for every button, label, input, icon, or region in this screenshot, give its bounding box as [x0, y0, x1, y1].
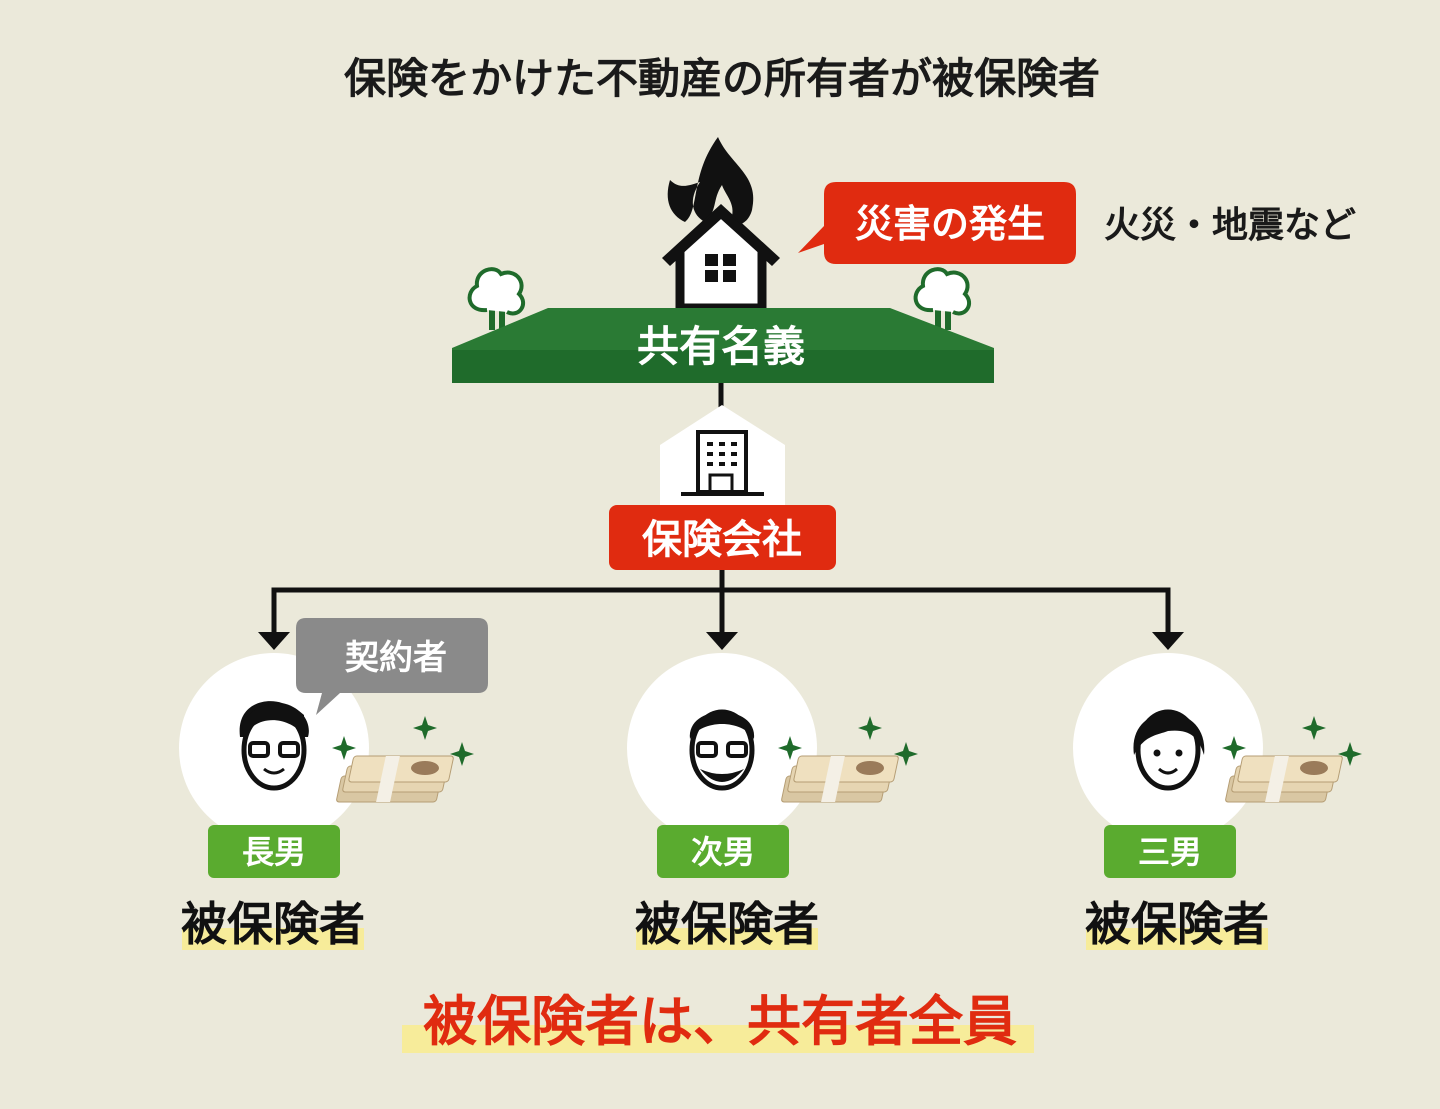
payout-arrows — [271, 570, 1171, 640]
highlight — [402, 1025, 1034, 1053]
conclusion-text: 被保険者は、共有者全員 — [423, 990, 1017, 1053]
person-third-son — [1073, 653, 1362, 843]
highlight — [1086, 928, 1268, 950]
diagram-title: 保険をかけた不動産の所有者が被保険者 — [344, 54, 1100, 103]
person-face-icon — [239, 701, 309, 791]
insurer-label: 保険会社 — [642, 517, 802, 563]
person-face-icon — [1133, 709, 1205, 791]
role-badge: 長男 — [208, 825, 340, 878]
person-face-icon — [689, 709, 755, 791]
disaster-label: 災害の発生 — [855, 202, 1045, 246]
burning-house-icon — [662, 137, 780, 313]
highlight — [182, 928, 364, 950]
person-second-son — [627, 653, 918, 843]
insured-label: 被保険者 — [635, 897, 819, 951]
role-badge: 三男 — [1104, 825, 1236, 878]
co-owned-property: 共有名義 — [452, 308, 994, 383]
property-label: 共有名義 — [637, 322, 805, 371]
insurance-company-icon — [660, 405, 785, 510]
highlight — [636, 928, 818, 950]
contractor-label: 契約者 — [345, 638, 447, 678]
role-badge: 次男 — [657, 825, 789, 878]
role-label: 長男 — [242, 833, 306, 871]
tree-icon — [913, 267, 972, 330]
role-label: 三男 — [1138, 833, 1202, 871]
disaster-examples: 火災・地震など — [1104, 205, 1356, 246]
insurer-box: 保険会社 — [609, 505, 836, 570]
role-label: 次男 — [691, 833, 755, 871]
tree-icon — [467, 267, 526, 330]
contractor-badge: 契約者 — [296, 618, 488, 715]
insured-label: 被保険者 — [1085, 897, 1269, 951]
insured-label: 被保険者 — [181, 897, 365, 951]
arrowheads — [258, 632, 1184, 650]
disaster-callout: 災害の発生 — [798, 182, 1076, 264]
